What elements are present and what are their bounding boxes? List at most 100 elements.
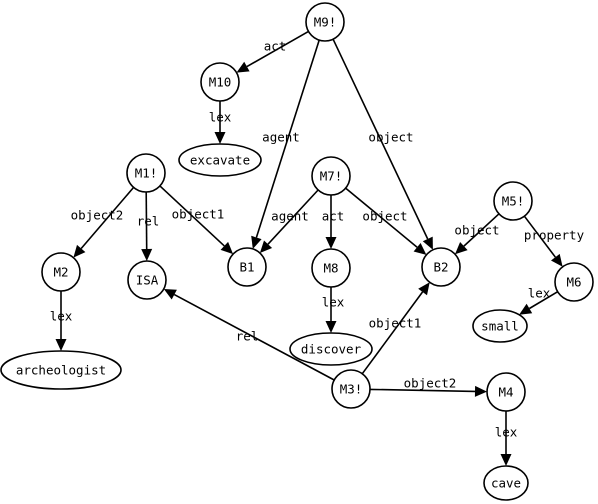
node-label: M9! [314,15,337,30]
edge-line [528,291,559,310]
edge-m7-b1: agent [259,189,319,253]
edge-label: rel [236,329,259,344]
node-m10: M10 [200,62,240,102]
edge-line [369,388,476,393]
edge-line [173,293,335,381]
node-label: M5! [502,194,525,209]
edge-m6-small: lex [519,286,559,315]
arrowhead [551,253,563,267]
edge-line [145,191,148,250]
node-m7: M7! [311,156,351,196]
edge-m8-discover: lex [322,287,345,333]
edge-m9-m10: act [236,30,309,73]
node-circle [227,247,267,287]
node-m8: M8 [311,248,351,288]
node-m4: M4 [486,372,526,412]
arrowhead [73,244,86,258]
edge-label: object1 [369,316,422,331]
node-label: M7! [320,169,343,184]
arrowhead [236,61,250,73]
edge-label: lex [50,309,73,324]
node-circle [554,262,594,302]
node-circle [126,153,166,193]
arrowhead [55,339,67,351]
edge-label: object1 [172,207,225,222]
node-label: excavate [190,153,250,168]
edge-m5-b2: object [454,213,500,255]
node-label: cave [491,476,521,491]
node-m1: M1! [126,153,166,193]
edge-label: lex [209,110,232,125]
edge-m3-isa: rel [163,289,335,381]
edge-m1-m2: object2 [71,186,135,258]
node-excavate: excavate [178,143,262,177]
edge-label: object2 [404,376,457,391]
node-ellipse [178,143,262,177]
edge-m7-b2: object [345,187,427,255]
edge-line [332,38,429,240]
node-label: small [481,319,519,334]
node-m2: M2 [41,252,81,292]
node-cave: cave [483,465,529,501]
node-discover: discover [289,332,373,366]
node-label: discover [301,342,362,357]
node-circle [421,247,461,287]
edge-label: object [368,130,413,145]
node-label: M10 [209,75,232,90]
edge-label: lex [528,286,551,301]
node-ellipse [472,309,528,343]
edge-label: rel [137,214,160,229]
edge-line [463,213,500,247]
edge-label: property [524,228,585,243]
edge-label: object [454,223,499,238]
node-m9: M9! [305,2,345,42]
node-m5: M5! [493,181,533,221]
arrowhead [474,385,487,397]
edge-line [361,291,424,375]
node-circle [311,156,351,196]
edge-label: agent [271,209,309,224]
node-circle [493,181,533,221]
node-circle [311,248,351,288]
node-m3: M3! [331,369,371,409]
node-ellipse [483,465,529,501]
arrowhead [220,241,234,255]
arrowhead [422,236,433,250]
node-small: small [472,309,528,343]
node-b2: B2 [421,247,461,287]
edge-m9-b1: agent [251,39,320,249]
node-ellipse [289,332,373,366]
arrowhead [214,132,226,144]
edge-label: object2 [71,208,124,223]
edge-m4-cave: lex [495,411,518,466]
arrowhead [251,235,262,249]
node-circle [331,369,371,409]
arrowhead [141,248,153,261]
edge-label: act [322,209,345,224]
node-circle [486,372,526,412]
node-label: M1! [135,166,158,181]
edge-line [345,187,418,248]
node-circle [41,252,81,292]
arrowhead [455,242,468,255]
node-label: M6 [566,275,581,290]
edge-m9-b2: object [332,38,433,250]
edge-line [255,39,320,238]
arrowhead [325,321,337,333]
node-b1: B1 [227,247,267,287]
edge-m10-excavate: lex [209,101,232,144]
arrowhead [418,282,430,296]
edge-label: object [362,209,407,224]
edge-m5-m6: property [523,215,585,267]
edge-line [80,186,135,250]
arrowhead [325,237,337,249]
node-ellipse [0,350,122,390]
edge-label: lex [322,295,345,310]
node-label: M8 [323,261,338,276]
node-isa: ISA [127,260,167,300]
arrowhead [500,454,512,466]
node-archeologist: archeologist [0,350,122,390]
edge-line [523,215,557,258]
node-circle [127,260,167,300]
